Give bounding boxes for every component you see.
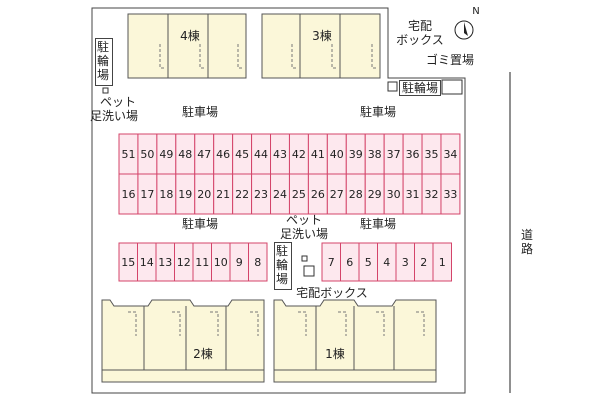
bicycle-parking-left-label: 駐輪場: [96, 40, 109, 82]
parking-space-number: 27: [330, 188, 344, 201]
parking-space-number: 21: [216, 188, 230, 201]
parking-space-number: 44: [254, 148, 268, 161]
parking-space-number: 36: [406, 148, 420, 161]
parking-grid-top: 51 50 49 48 47 46 45 44 43 42 41 40 39 38 37 36 35 34 16 17…: [118, 133, 461, 215]
parking-space-number: 34: [443, 148, 457, 161]
parking-space-number: 35: [425, 148, 439, 161]
parking-space-number: 8: [254, 256, 261, 269]
parking-space-number: 12: [177, 256, 191, 269]
building-3: 3棟: [261, 13, 381, 79]
parking-space-number: 26: [311, 188, 325, 201]
parking-space-number: 38: [368, 148, 382, 161]
delivery-box-top-line2: ボックス: [396, 33, 444, 47]
parking-space-number: 51: [121, 148, 135, 161]
parking-space-number: 47: [197, 148, 211, 161]
parking-space-number: 31: [406, 188, 420, 201]
parking-space-number: 39: [349, 148, 363, 161]
parking-space-number: 6: [346, 256, 353, 269]
parking-space-number: 25: [292, 188, 306, 201]
parking-space-number: 48: [178, 148, 192, 161]
delivery-box-top-marker: [387, 81, 398, 92]
parking-space-number: 22: [235, 188, 249, 201]
compass-icon: N: [454, 6, 480, 40]
garbage-area-marker: [441, 79, 463, 95]
parking-space-number: 4: [383, 256, 390, 269]
parking-space-33: [440, 173, 461, 215]
parking-space-number: 43: [273, 148, 287, 161]
parking-space-number: 24: [273, 188, 287, 201]
parking-space-number: 13: [158, 256, 172, 269]
building-2-label: 2棟: [193, 346, 213, 361]
compass-north-label: N: [472, 6, 479, 17]
parking-space-number: 30: [387, 188, 401, 201]
pet-wash-left-line1: ペット: [100, 95, 136, 109]
building-4-label: 4棟: [180, 28, 200, 43]
pet-wash-center-line1: ペット: [286, 213, 322, 227]
parking-space-number: 33: [443, 188, 457, 201]
parking-space-number: 17: [140, 188, 154, 201]
parking-space-number: 2: [420, 256, 427, 269]
parking-space-8: [248, 242, 268, 282]
bicycle-parking-left: [95, 38, 113, 86]
pet-wash-left-line2: 足洗い場: [90, 109, 138, 123]
building-4: 4棟: [127, 13, 247, 79]
parking-space-number: 40: [330, 148, 344, 161]
delivery-box-bottom-label: 宅配ボックス: [296, 285, 368, 300]
parking-space-number: 41: [311, 148, 325, 161]
pet-wash-marker-center: [301, 255, 308, 262]
pet-wash-center-line2: 足洗い場: [280, 227, 328, 241]
parking-space-number: 7: [328, 256, 335, 269]
building-1: 1棟: [273, 299, 437, 383]
parking-space-number: 18: [159, 188, 173, 201]
parking-space-number: 9: [236, 256, 243, 269]
pet-wash-marker-left: [102, 87, 109, 94]
parking-space-number: 1: [439, 256, 446, 269]
parking-space-number: 11: [195, 256, 209, 269]
parking-space-number: 42: [292, 148, 306, 161]
parking-space-1: [432, 242, 452, 282]
parking-space-number: 49: [159, 148, 173, 161]
parking-space-number: 10: [214, 256, 228, 269]
building-2: 2棟: [101, 299, 265, 383]
delivery-box-top-line1: 宅配: [408, 18, 432, 33]
garbage-label: ゴミ置場: [426, 52, 474, 67]
parking-space-number: 5: [365, 256, 372, 269]
parking-space-number: 16: [121, 188, 135, 201]
parking-space-number: 29: [368, 188, 382, 201]
parking-label-2: 駐車場: [360, 104, 396, 119]
parking-space-number: 19: [178, 188, 192, 201]
parking-label-3: 駐車場: [182, 216, 218, 231]
parking-space-number: 3: [402, 256, 409, 269]
bicycle-parking-center: [274, 242, 292, 290]
parking-space-number: 46: [216, 148, 230, 161]
building-3-label: 3棟: [312, 28, 332, 43]
road-label: 道路: [520, 228, 533, 256]
parking-label-1: 駐車場: [182, 104, 218, 119]
parking-space-number: 20: [197, 188, 211, 201]
parking-label-4: 駐車場: [360, 216, 396, 231]
bicycle-parking-center-label: 駐輪場: [275, 244, 288, 286]
bicycle-parking-right-label: 駐輪場: [399, 80, 442, 96]
parking-space-number: 50: [140, 148, 154, 161]
building-1-label: 1棟: [325, 346, 345, 361]
parking-space-number: 32: [425, 188, 439, 201]
parking-space-number: 14: [140, 256, 154, 269]
parking-space-number: 28: [349, 188, 363, 201]
parking-space-number: 45: [235, 148, 249, 161]
parking-space-number: 37: [387, 148, 401, 161]
delivery-box-bottom-marker: [303, 265, 315, 277]
parking-space-number: 15: [121, 256, 135, 269]
parking-space-number: 23: [254, 188, 268, 201]
